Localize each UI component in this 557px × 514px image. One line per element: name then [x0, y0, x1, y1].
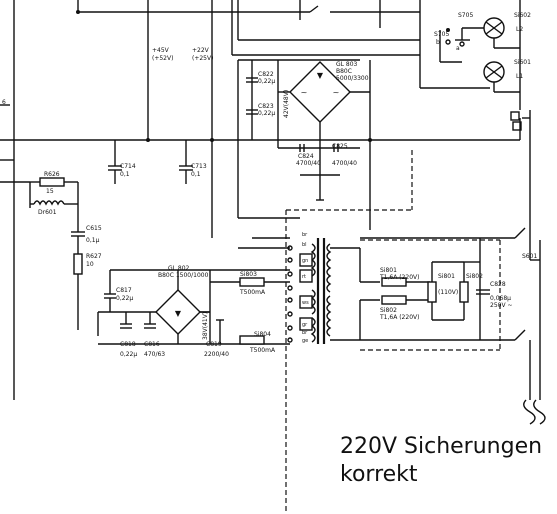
decoupling-caps [108, 140, 193, 184]
label-si602: Si602 [514, 12, 531, 19]
label-wire-br2: br [302, 330, 308, 336]
label-s705: S705 [458, 12, 473, 19]
label-c818v: 0,22µ [120, 351, 137, 358]
label-r627v: 10 [86, 261, 94, 268]
transformer [238, 217, 361, 344]
label-c713v: 0,1 [191, 171, 201, 178]
label-c828w: 250V ~ [490, 302, 513, 309]
label-gl803: GL 803 [336, 61, 358, 68]
label-si804v: T500mA [249, 347, 276, 354]
label-si601: Si601 [514, 59, 531, 66]
label-v25: (+25V) [192, 55, 213, 62]
label-c824v: 4700/40 [296, 160, 321, 167]
label-si802v: T1,6A (220V) [379, 314, 419, 321]
label-s705b: S705 [434, 31, 449, 38]
label-si803v: T500mA [239, 289, 266, 296]
label-c615: C615 [86, 225, 102, 232]
label-c714: C714 [120, 163, 136, 170]
label-r626: R626 [44, 171, 60, 178]
svg-text:~: ~ [301, 88, 308, 97]
lamp-section [439, 0, 522, 131]
label-v38: 38V(41V) [202, 312, 209, 340]
label-c823: C823 [258, 103, 274, 110]
label-c825: C825 [332, 143, 348, 150]
chassis-dashed [285, 150, 501, 514]
label-c823v: 0,22µ [258, 110, 275, 117]
label-c818: C818 [120, 341, 136, 348]
label-gl802: GL 802 [168, 265, 190, 272]
label-pin-a: a [456, 45, 460, 52]
label-si804: Si804 [254, 331, 271, 338]
label-s601: S601 [522, 253, 537, 260]
label-l2: L2 [516, 26, 523, 33]
label-si801v: T1,6A (220V) [379, 274, 419, 281]
label-gl803b: B80C [336, 68, 352, 75]
label-l1: L1 [516, 73, 523, 80]
label-wire-br1: br [302, 232, 308, 238]
component-labels: S705 Si602 L2 Si601 L1 S705 b a 6 +45V (… [2, 12, 537, 358]
svg-text:▼: ▼ [175, 309, 182, 318]
label-si802: Si802 [380, 307, 397, 314]
label-r627: R627 [86, 253, 102, 260]
label-si801: Si801 [380, 267, 397, 274]
label-pin-b: b [436, 39, 440, 46]
label-c615v: 0,1µ [86, 237, 100, 244]
label-v110: (110V) [438, 289, 458, 296]
label-v22: +22V [192, 47, 210, 54]
label-c828v: 0,068µ [490, 295, 511, 302]
label-num6: 6 [2, 99, 6, 106]
label-c817v: 0,22µ [116, 295, 133, 302]
label-v42: 42V(48V) [283, 90, 290, 118]
label-c824: C824 [298, 153, 314, 160]
label-wire-rt: rt [302, 274, 306, 280]
label-v52: (+52V) [152, 55, 173, 62]
label-wire-gn: gn [302, 258, 308, 264]
caption-line-1: 220V Sicherungen [340, 434, 543, 459]
label-c828: C828 [490, 281, 506, 288]
caption-line-2: korrekt [340, 462, 418, 487]
label-v45: +45V [152, 47, 170, 54]
svg-text:▼: ▼ [317, 71, 324, 80]
label-gl802b: B80C 1500/1000 [158, 272, 209, 279]
label-si803: Si803 [240, 271, 257, 278]
label-si801b: Si801 [438, 273, 455, 280]
label-c817: C817 [116, 287, 132, 294]
mains-switch [514, 227, 546, 425]
label-wire-bl: bl [302, 242, 307, 248]
label-wire-ws: ws [302, 300, 309, 306]
label-c825v: 4700/40 [332, 160, 357, 167]
label-wire-gr: gr [302, 322, 308, 328]
label-r626v: 15 [46, 188, 54, 195]
label-wire-ge: ge [302, 338, 308, 344]
label-dr601: Dr601 [38, 209, 57, 216]
upper-bus [0, 104, 531, 400]
top-wiring [13, 0, 490, 238]
label-c819: C819 [206, 341, 222, 348]
primary-fuses [360, 237, 515, 341]
label-c816v: 470/63 [144, 351, 165, 358]
label-c822: C822 [258, 71, 274, 78]
label-c713: C713 [191, 163, 207, 170]
label-si802b: Si802 [466, 273, 483, 280]
gl802-section: ▼ [97, 269, 290, 345]
svg-text:~: ~ [333, 88, 340, 97]
left-filter [0, 177, 85, 330]
label-gl803c: 5000/3300 [336, 75, 369, 82]
label-c816: C816 [144, 341, 160, 348]
label-c822v: 0,22µ [258, 78, 275, 85]
gl803-section: ▼ ~ ~ [237, 59, 371, 230]
label-c819v: 2200/40 [204, 351, 229, 358]
label-c714v: 0,1 [120, 171, 130, 178]
